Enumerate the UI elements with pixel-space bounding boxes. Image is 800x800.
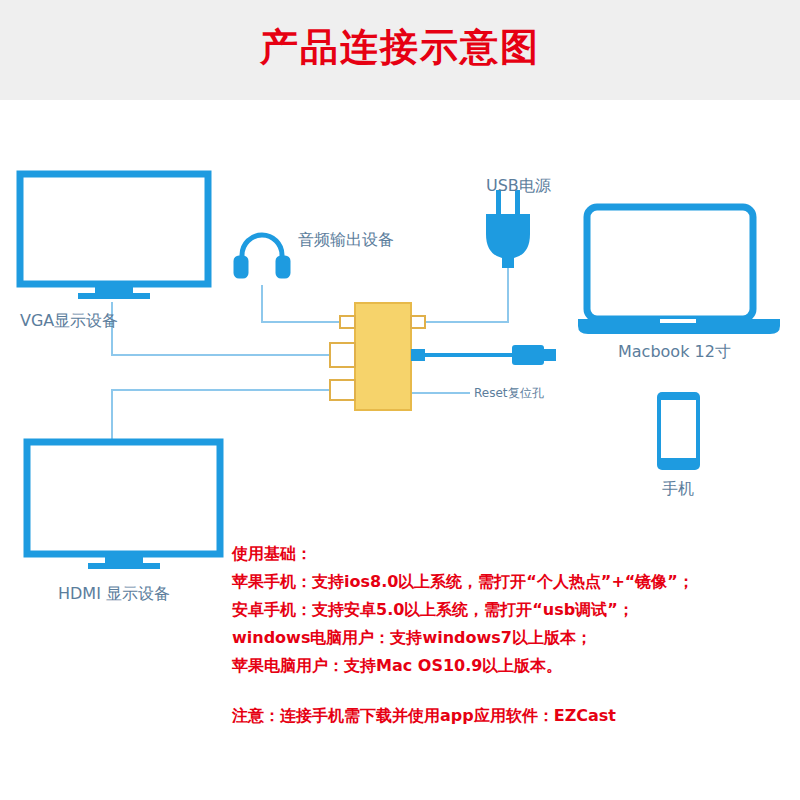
- note-text: 苹果电脑用户：支持Mac OS10.9以上版本。: [232, 656, 792, 677]
- device-label: USB电源: [486, 176, 551, 197]
- headphones-icon: [236, 235, 288, 276]
- device-label: Macbook 12寸: [618, 342, 731, 363]
- vga-monitor: [20, 174, 208, 299]
- device-label: 手机: [662, 479, 694, 500]
- adapter-box: [330, 303, 425, 410]
- note-text: 苹果手机：支持ios8.0以上系统，需打开“个人热点”+“镜像”；: [232, 572, 792, 593]
- note-text: 注意：连接手机需下载并使用app应用软件：EZCast: [232, 706, 792, 727]
- type-c-cable: [425, 345, 556, 365]
- note-text: 使用基础：: [232, 544, 792, 565]
- note-text: windows电脑用户：支持windows7以上版本；: [232, 628, 792, 649]
- device-label: VGA显示设备: [20, 311, 118, 332]
- phone-icon: [657, 392, 700, 470]
- device-label: HDMI 显示设备: [58, 584, 170, 605]
- port-label: Reset复位孔: [474, 385, 544, 402]
- usb-plug-icon: [486, 190, 530, 268]
- note-text: 安卓手机：支持安卓5.0以上系统，需打开“usb调试”；: [232, 600, 792, 621]
- device-label: 音频输出设备: [298, 230, 394, 251]
- page-title: 产品连接示意图: [0, 22, 800, 73]
- hdmi-monitor: [27, 442, 220, 569]
- macbook-icon: [578, 207, 780, 334]
